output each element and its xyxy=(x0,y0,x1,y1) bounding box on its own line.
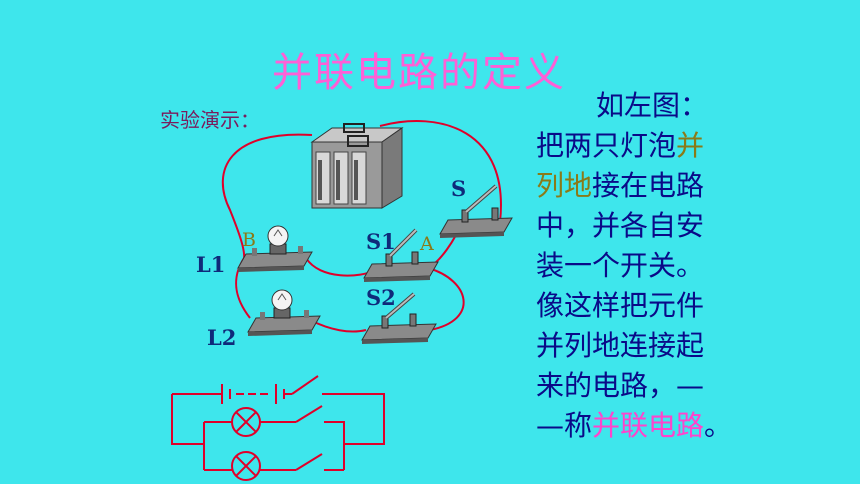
highlight-parallel: 并 xyxy=(676,129,705,162)
text-line-8: 来的电路，— xyxy=(536,369,705,402)
text-line-4: 中，并各自安 xyxy=(536,209,705,242)
text-line-9: —称并联电路。 xyxy=(536,406,766,446)
label-l1: L1 xyxy=(196,252,226,277)
page-title: 并联电路的定义 xyxy=(272,50,566,96)
label-l2: L2 xyxy=(207,325,237,350)
switch-s1 xyxy=(363,228,439,282)
definition-text: 如左图： 把两只灯泡并 列地接在电路 中，并各自安 装一个开关。 像这样把元件 … xyxy=(536,86,766,446)
switch-s2 xyxy=(361,292,437,344)
label-a: A xyxy=(420,233,434,255)
battery-pack xyxy=(310,123,404,209)
text-line-3: 列地接在电路 xyxy=(536,166,766,206)
text-line-1: 如左图： xyxy=(596,89,709,122)
demo-label: 实验演示： xyxy=(160,108,260,132)
text-line-7: 并列地连接起 xyxy=(536,329,705,362)
schematic-diagram xyxy=(171,375,385,481)
text-line-2: 把两只灯泡并 xyxy=(536,126,766,166)
highlight-side-by-side: 列地 xyxy=(536,169,593,202)
highlight-parallel-circuit: 并联电路 xyxy=(592,409,705,442)
label-b: B xyxy=(242,229,256,251)
text-segment: —称 xyxy=(536,409,593,442)
lamp-l2 xyxy=(247,289,321,336)
label-s2: S2 xyxy=(366,285,396,310)
text-segment: 把两只灯泡 xyxy=(536,129,677,162)
text-segment: 。 xyxy=(704,409,733,442)
text-segment: 接在电路 xyxy=(592,169,705,202)
text-line-6: 像这样把元件 xyxy=(536,289,705,322)
lamp-l1 xyxy=(237,225,313,272)
text-line-5: 装一个开关。 xyxy=(536,249,705,282)
label-s1: S1 xyxy=(366,229,396,254)
label-s: S xyxy=(451,176,467,201)
switch-s xyxy=(439,184,513,238)
